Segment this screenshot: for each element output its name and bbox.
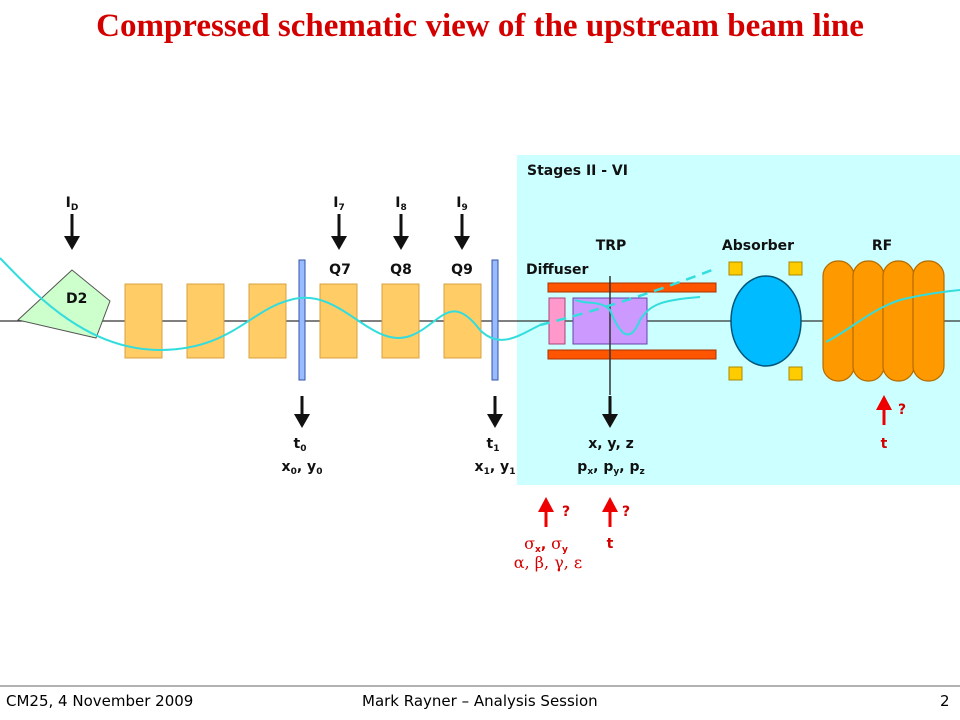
tof0-detector xyxy=(298,259,306,381)
footer-center: Mark Rayner – Analysis Session xyxy=(362,692,598,710)
beam-envelope-dashed xyxy=(539,268,713,327)
rf-unknown-arrow xyxy=(876,395,892,425)
current-arrow-7 xyxy=(331,214,347,250)
quadrupole-q9 xyxy=(443,283,482,359)
current-arrow-d xyxy=(64,214,80,250)
current-arrow-9 xyxy=(454,214,470,250)
footer-left: CM25, 4 November 2009 xyxy=(6,692,194,710)
current-label-d: ID xyxy=(65,195,79,213)
tof0-position-label: x0, y0 xyxy=(281,459,323,477)
q8-label: Q8 xyxy=(390,262,412,278)
diffuser-label: Diffuser xyxy=(526,262,589,278)
beam-in-rf xyxy=(825,289,960,343)
rf-label: RF xyxy=(871,238,893,254)
absorber-coil xyxy=(788,366,803,381)
stages-label: Stages II - VI xyxy=(527,163,628,179)
d2-dipole xyxy=(16,269,111,339)
q7-label: Q7 xyxy=(329,262,351,278)
diffuser-unknown-mark: ? xyxy=(562,504,571,520)
twiss-unknown: α, β, γ, ε xyxy=(513,553,583,572)
absorber-label: Absorber xyxy=(721,238,795,254)
quadrupole xyxy=(248,283,287,359)
trp-arrow xyxy=(602,396,618,428)
trp-label: TRP xyxy=(595,238,627,254)
trp-time-unknown: t xyxy=(606,536,614,552)
tof0-time-label: t0 xyxy=(293,436,307,454)
tof1-arrow xyxy=(487,396,503,428)
solenoid-upper xyxy=(547,282,717,293)
quadrupole-q7 xyxy=(319,283,358,359)
current-arrow-8 xyxy=(393,214,409,250)
absorber-coil xyxy=(728,261,743,276)
quadrupole xyxy=(124,283,163,359)
current-label-7: I7 xyxy=(333,195,345,213)
absorber-coil xyxy=(728,366,743,381)
beam-width-unknown: σx, σy xyxy=(524,534,568,555)
absorber-coil xyxy=(788,261,803,276)
absorber xyxy=(730,275,802,367)
quadrupole-q8 xyxy=(381,283,420,359)
page-number: 2 xyxy=(940,692,950,710)
tof1-time-label: t1 xyxy=(486,436,500,454)
rf-cavities xyxy=(822,260,945,382)
beam-envelope xyxy=(0,257,541,352)
beam-in-trp xyxy=(574,296,701,336)
d2-label: D2 xyxy=(66,291,88,307)
current-label-9: I9 xyxy=(456,195,468,213)
trp-momentum-label: px, py, pz xyxy=(577,459,645,477)
trp-unknown-mark: ? xyxy=(622,504,631,520)
trp-unknown-arrow xyxy=(602,497,618,527)
trp-position-label: x, y, z xyxy=(588,436,634,452)
q9-label: Q9 xyxy=(451,262,473,278)
tof1-position-label: x1, y1 xyxy=(474,459,516,477)
tof1-detector xyxy=(491,259,499,381)
rf-unknown-mark: ? xyxy=(898,402,907,418)
solenoid-lower xyxy=(547,349,717,360)
rf-time-unknown: t xyxy=(880,436,888,452)
diffuser-unknown-arrow xyxy=(538,497,554,527)
slide-title: Compressed schematic view of the upstrea… xyxy=(96,8,864,44)
current-label-8: I8 xyxy=(395,195,407,213)
tof0-arrow xyxy=(294,396,310,428)
